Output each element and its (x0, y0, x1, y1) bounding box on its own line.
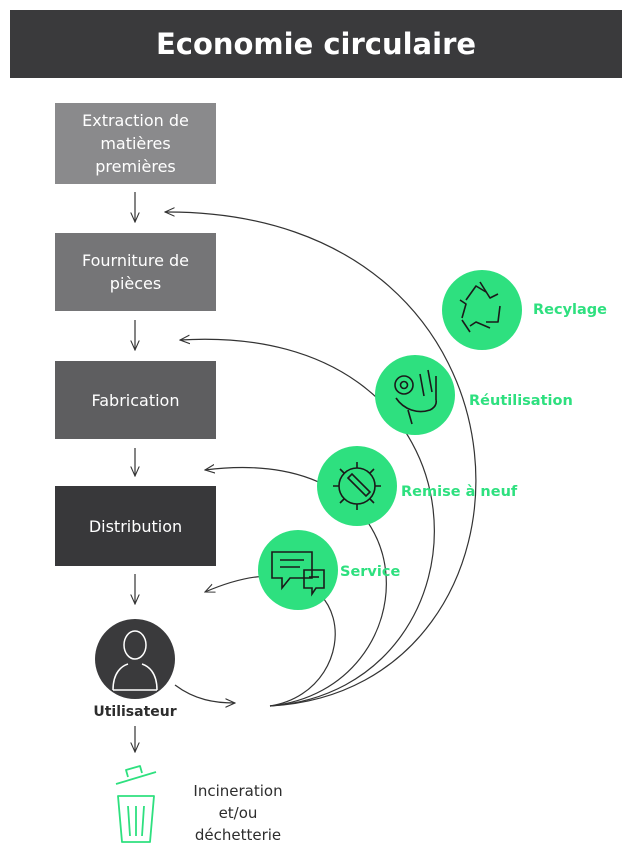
label-reutilisation: Réutilisation (469, 393, 573, 409)
recycle-icon (442, 270, 522, 350)
loop-arrow-remise (205, 468, 387, 707)
loop-arrow-reutilisation (180, 339, 435, 707)
user-to-loop-arrow (174, 684, 235, 703)
step-fabrication: Fabrication (55, 361, 216, 439)
label-remise: Remise à neuf (401, 484, 518, 500)
chat-icon (258, 530, 338, 610)
hand-gear-icon (375, 355, 455, 435)
step-fourniture: Fourniture de pièces (55, 233, 216, 311)
step-extraction: Extraction de matières premières (55, 103, 216, 184)
loop-arrow-recyclage (165, 212, 477, 707)
label-service: Service (340, 564, 401, 580)
user-avatar-icon (95, 619, 175, 699)
page-title: Economie circulaire (10, 10, 622, 78)
user-label: Utilisateur (93, 704, 177, 720)
label-recyclage: Recylage (533, 302, 608, 318)
gear-wrench-icon (317, 446, 397, 526)
trash-bin-icon (115, 765, 157, 843)
end-label: Incineration et/ou déchetterie (193, 782, 283, 844)
step-distribution: Distribution (55, 486, 216, 566)
